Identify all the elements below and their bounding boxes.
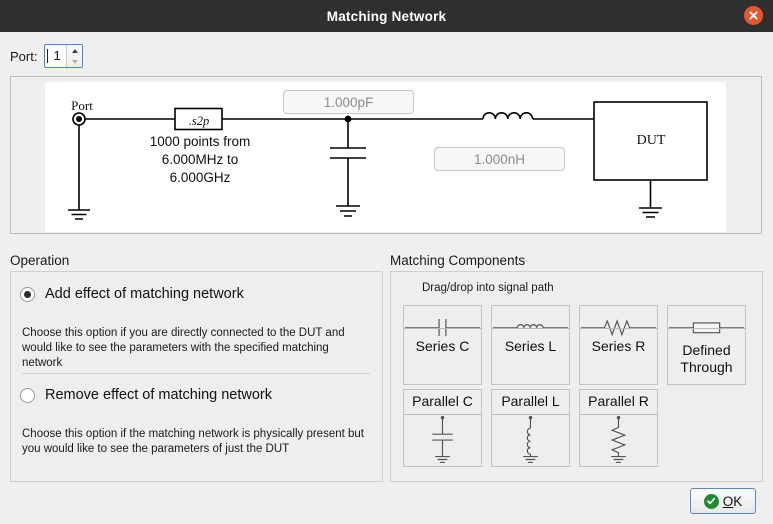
tile-parallel-r[interactable]: Parallel R [579,389,658,467]
tile-defined-through[interactable]: Defined Through [667,305,746,385]
check-icon [703,493,719,509]
shunt-capacitor-icon [432,415,453,464]
shunt-resistor-icon [610,415,627,464]
tile-label: Series L [504,338,557,354]
capacitor-icon [404,319,481,336]
radio-remove-label: Remove effect of matching network [45,387,273,403]
capacitor-value-input[interactable]: 1.000pF [283,90,414,114]
tile-parallel-l[interactable]: Parallel L [491,389,570,467]
tile-series-r[interactable]: Series R [579,305,658,385]
ok-accel: O [722,493,734,509]
port-label: Port: [10,48,38,64]
operation-add-help: Choose this option if you are directly c… [22,327,345,369]
inductor-icon [492,324,569,329]
close-icon[interactable] [744,6,763,25]
ok-button[interactable]: OK [690,488,756,514]
operation-group-title: Operation [10,253,70,268]
window-title: Matching Network [326,8,447,24]
tile-label: Parallel R [588,393,649,409]
radio-icon-checked[interactable] [20,286,35,302]
resistor-icon [580,319,657,336]
radio-add-label: Add effect of matching network [45,286,244,302]
radio-icon-unchecked[interactable] [20,387,35,403]
tile-label: Series R [591,338,646,354]
shunt-inductor-icon [523,415,538,464]
operation-remove-help: Choose this option if the matching netwo… [22,428,364,455]
tile-series-l[interactable]: Series L [491,305,570,385]
tile-label: Parallel L [501,393,560,409]
radio-add-matching-network[interactable]: Add effect of matching network [20,286,244,302]
operation-group-box [10,271,383,482]
matching-components-group-title: Matching Components [390,253,526,268]
tile-label: Defined Through [680,342,733,375]
tile-parallel-c[interactable]: Parallel C [403,389,482,467]
drag-drop-hint: Drag/drop into signal path [422,282,554,294]
tile-label: Parallel C [412,393,473,409]
diagram-s2p-label: .s2p [188,114,210,128]
title-bar: Matching Network [0,0,773,32]
through-box-icon [668,322,745,334]
operation-divider [22,373,370,374]
port-value[interactable]: 1 [47,49,61,63]
diagram-sweep-text: 1000 points from 6.000MHz to 6.000GHz [149,134,251,185]
port-spinbox[interactable]: 1 [44,44,84,68]
inductor-value-input[interactable]: 1.000nH [434,147,565,171]
ok-rest: K [733,493,743,509]
spin-up-icon[interactable] [67,45,82,56]
circuit-schematic [68,101,708,220]
spin-down-icon[interactable] [67,56,82,67]
tile-series-c[interactable]: Series C [403,305,482,385]
port-selector: Port: 1 [10,44,84,68]
tile-label: Series C [415,338,470,354]
diagram-dut-label: DUT [636,133,666,148]
ok-button-label: OK [723,494,743,509]
radio-remove-matching-network[interactable]: Remove effect of matching network [20,387,272,403]
diagram-port-label: Port [71,98,93,113]
port-spin-buttons[interactable] [66,45,83,67]
